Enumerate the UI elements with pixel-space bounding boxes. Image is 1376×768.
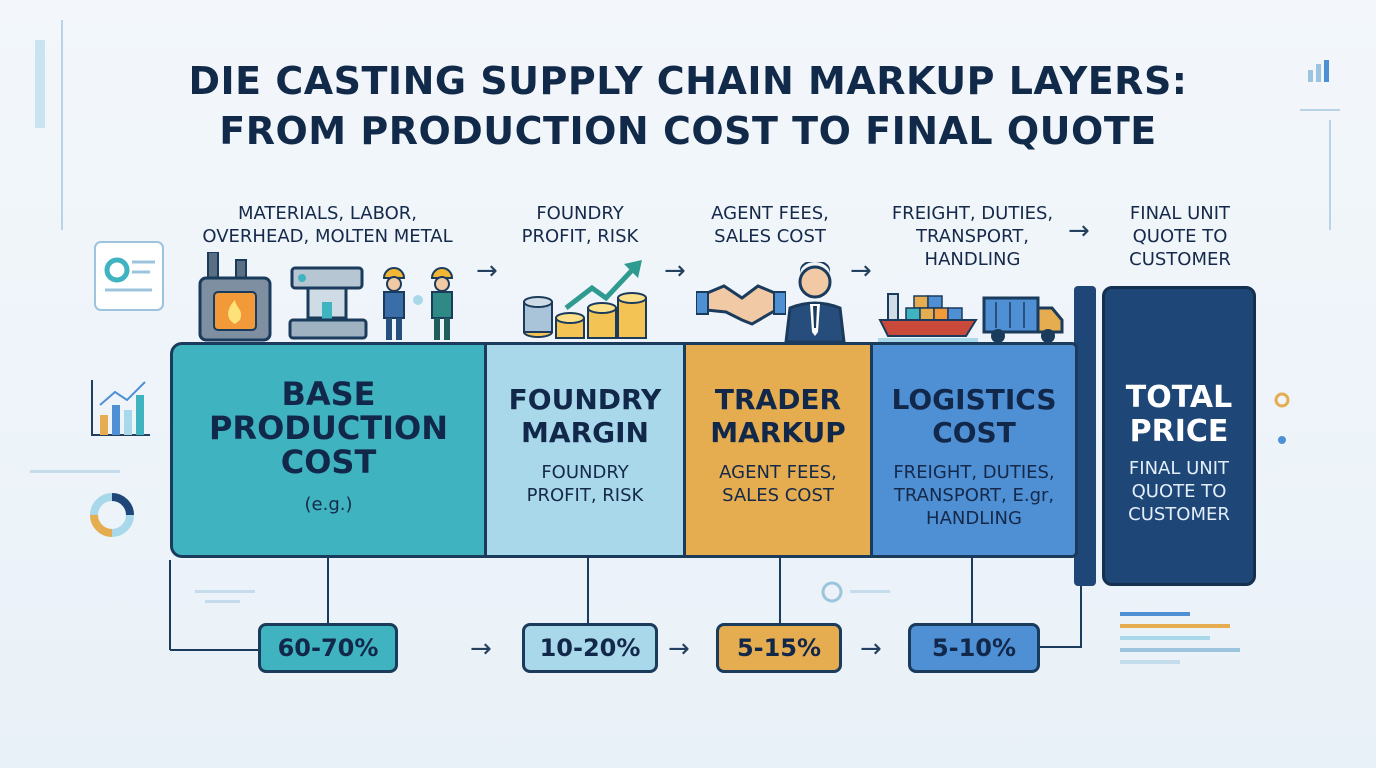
layer-description: FOUNDRY PROFIT, RISK: [526, 462, 644, 506]
title-line-2: FROM PRODUCTION COST TO FINAL QUOTE: [219, 109, 1157, 153]
die-casting-machine-icon: [288, 266, 368, 340]
arrow-right-icon: →: [860, 634, 882, 664]
layer-description: (e.g.): [304, 494, 353, 515]
caption-logistics-cost: FREIGHT, DUTIES, TRANSPORT, HANDLING: [891, 203, 1054, 270]
furnace-icon: [198, 252, 272, 342]
arrow-right-icon: →: [668, 634, 690, 664]
percent-badge-base: 60-70%: [258, 623, 398, 673]
percent-badge-trader: 5-15%: [716, 623, 842, 673]
layer-description: FINAL UNIT QUOTE TO CUSTOMER: [1128, 458, 1230, 525]
layer-trader-markup: TRADER MARKUP AGENT FEES, SALES COST: [683, 342, 873, 558]
layer-description: FREIGHT, DUTIES, TRANSPORT, E.gr, HANDLI…: [893, 462, 1055, 529]
layer-total-price: TOTAL PRICE FINAL UNIT QUOTE TO CUSTOMER: [1102, 286, 1256, 586]
arrow-right-icon: →: [470, 634, 492, 664]
layer-name: BASE PRODUCTION COST: [208, 375, 449, 481]
layer-foundry-margin: FOUNDRY MARGIN FOUNDRY PROFIT, RISK: [484, 342, 686, 558]
connector-line: [779, 558, 781, 624]
handshake-icon: [696, 284, 786, 326]
caption-base-production: MATERIALS, LABOR, OVERHEAD, MOLTEN METAL: [202, 203, 453, 247]
arrow-right-icon: →: [1068, 216, 1090, 246]
layer-name: FOUNDRY MARGIN: [508, 383, 662, 449]
arrow-right-icon: →: [850, 256, 872, 286]
agent-icon: [784, 262, 846, 342]
workers-icon: [382, 267, 454, 340]
caption-foundry-margin: FOUNDRY PROFIT, RISK: [521, 203, 639, 247]
caption-total-price: FINAL UNIT QUOTE TO CUSTOMER: [1129, 203, 1231, 270]
connector-line: [971, 558, 973, 624]
layer-description: AGENT FEES, SALES COST: [719, 462, 837, 506]
coins-growth-icon: [523, 260, 647, 339]
percent-badge-logistics: 5-10%: [908, 623, 1040, 673]
layer-base-production-cost: BASE PRODUCTION COST (e.g.): [170, 342, 487, 558]
title-line-1: DIE CASTING SUPPLY CHAIN MARKUP LAYERS:: [188, 59, 1188, 103]
connector-line: [587, 558, 589, 624]
layer-name: TOTAL PRICE: [1125, 380, 1233, 449]
page-title: DIE CASTING SUPPLY CHAIN MARKUP LAYERS: …: [0, 56, 1376, 156]
cargo-ship-icon: [878, 293, 978, 342]
connector-line: [1040, 646, 1082, 648]
layer-name: LOGISTICS COST: [891, 383, 1057, 449]
layer-name: TRADER MARKUP: [710, 383, 846, 449]
arrow-right-icon: →: [476, 256, 498, 286]
truck-icon: [982, 296, 1064, 343]
connector-line: [1080, 586, 1082, 648]
connector-line: [327, 558, 329, 624]
caption-trader-markup: AGENT FEES, SALES COST: [711, 203, 829, 247]
percent-badge-foundry: 10-20%: [522, 623, 658, 673]
arrow-right-icon: →: [664, 256, 686, 286]
layer-logistics-cost: LOGISTICS COST FREIGHT, DUTIES, TRANSPOR…: [870, 342, 1078, 558]
